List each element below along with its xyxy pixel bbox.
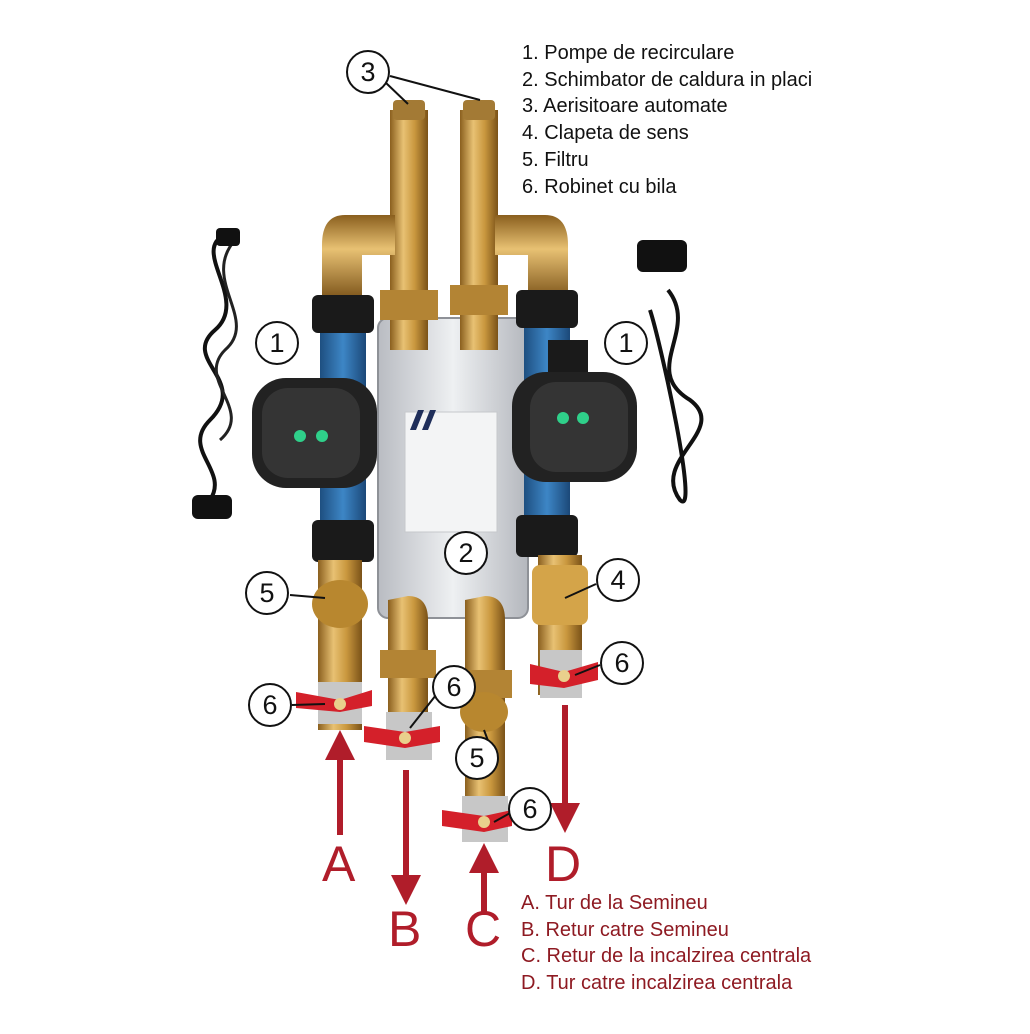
legend-item: 4. Clapeta de sens <box>522 122 689 145</box>
heat-exchanger-label <box>404 411 498 533</box>
legend-item: 2. Schimbator de caldura in placi <box>522 68 813 91</box>
flow-letter-b: B <box>388 901 422 957</box>
connection-item: C. Retur de la incalzirea centrala <box>521 945 812 967</box>
ball-valve-right <box>530 650 598 698</box>
flow-letter-a: A <box>322 836 356 892</box>
union-left-bottom <box>312 520 374 562</box>
nut-left <box>380 290 438 320</box>
flow-arrows <box>325 705 580 915</box>
legend-item: 6. Robinet cu bila <box>522 175 677 198</box>
pump-head-left <box>252 378 377 488</box>
connection-legend: A. Tur de la Semineu B. Retur catre Semi… <box>521 890 811 996</box>
air-vent-right-cap <box>463 100 495 120</box>
legend-item: 3. Aerisitoare automate <box>522 95 728 118</box>
callout-filter-center: 5 <box>455 736 499 780</box>
connection-item: D. Tur catre incalzirea centrala <box>521 971 793 994</box>
power-cord-right <box>648 288 704 504</box>
component-legend: 1. Pompe de recirculare 2. Schimbator de… <box>522 40 812 200</box>
callout-valve-center: 6 <box>508 787 552 831</box>
flow-letter-d: D <box>545 836 582 892</box>
power-cord-left-2 <box>214 239 238 442</box>
power-cord-left <box>198 233 229 502</box>
callout-pump-right: 1 <box>604 321 648 365</box>
plug-left-top <box>216 228 240 246</box>
brand-logo <box>410 410 436 430</box>
ball-valve-left <box>296 682 372 724</box>
callout-heat-exchanger: 2 <box>444 531 488 575</box>
callout-pump-left: 1 <box>255 321 299 365</box>
nut-right <box>450 285 508 315</box>
union-left-top <box>312 295 374 333</box>
ball-valve-inner-left <box>364 712 440 760</box>
callout-valve-right: 6 <box>600 641 644 685</box>
filter-body-center <box>460 692 508 732</box>
nut-inner-left <box>380 650 436 678</box>
plug-left <box>192 495 232 519</box>
callout-air-vent: 3 <box>346 50 390 94</box>
check-valve-body <box>532 565 588 625</box>
union-right-bottom <box>516 515 578 557</box>
callout-check-valve: 4 <box>596 558 640 602</box>
callout-filter-left: 5 <box>245 571 289 615</box>
air-vent-left-cap <box>393 100 425 120</box>
connection-item: B. Retur catre Semineu <box>521 918 729 941</box>
flow-letter-c: C <box>465 901 502 957</box>
union-right-top <box>516 290 578 328</box>
plug-right <box>637 240 687 272</box>
elbow-right <box>495 215 568 300</box>
legend-item: 5. Filtru <box>522 148 589 171</box>
callout-valve-inner-left: 6 <box>432 665 476 709</box>
connection-item: A. Tur de la Semineu <box>521 892 708 914</box>
callout-valve-left: 6 <box>248 683 292 727</box>
legend-item: 1. Pompe de recirculare <box>522 42 735 64</box>
pump-head-right <box>512 340 637 482</box>
ball-valve-center <box>442 796 512 842</box>
elbow-left <box>322 215 395 300</box>
filter-body-left <box>312 580 368 628</box>
